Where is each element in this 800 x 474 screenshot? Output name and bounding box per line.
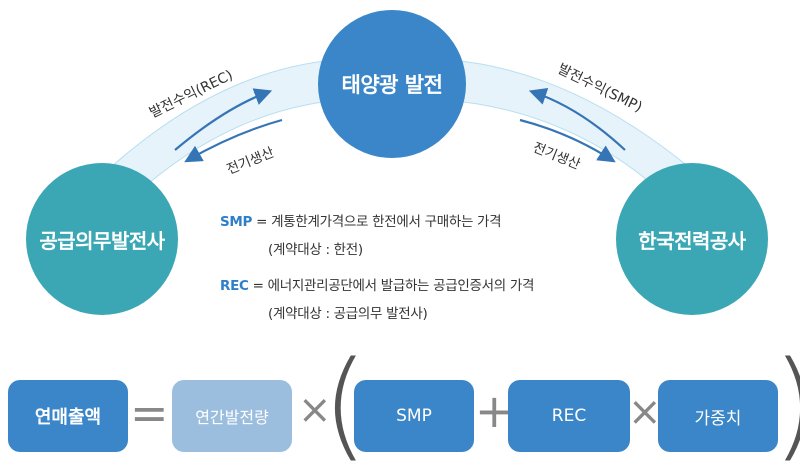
multiply-sign-1: ×: [298, 387, 332, 433]
annual-generation-box: 연간발전량: [172, 380, 292, 452]
equals-sign: =: [130, 386, 169, 440]
rec-box: REC: [508, 380, 630, 452]
left-arrow-rec: [174, 88, 273, 151]
weight-box: 가중치: [658, 380, 778, 452]
rec-label: REC: [551, 406, 587, 426]
annual-generation-label: 연간발전량: [195, 408, 269, 427]
weight-label: 가중치: [694, 408, 742, 429]
legend-smp-note: (계약대상 : 한전): [268, 242, 363, 258]
plus-sign: +: [475, 384, 514, 438]
legend-rec-key: REC: [220, 278, 249, 294]
kepco-node: 한국전력공사: [616, 163, 768, 315]
label-left-bottom: 전기생산: [224, 145, 276, 178]
legend-rec-note: (계약대상 : 공급의무 발전사): [268, 306, 428, 322]
legend-rec-desc: = 에너지관리공단에서 발급하는 공급인증서의 가격: [252, 278, 535, 294]
supplier-label: 공급의무발전사: [39, 228, 165, 253]
kepco-label: 한국전력공사: [638, 228, 746, 253]
solar-generation-node: 태양광 발전: [318, 10, 466, 158]
annual-revenue-box: 연매출액: [8, 380, 128, 452]
label-right-bottom: 전기생산: [530, 140, 582, 173]
legend-smp-key: SMP: [220, 214, 253, 230]
solar-generation-label: 태양광 발전: [341, 73, 443, 97]
left-arrow-electricity: [184, 118, 283, 163]
supplier-node: 공급의무발전사: [26, 163, 178, 315]
annual-revenue-label: 연매출액: [34, 407, 102, 428]
legend-rec: REC = 에너지관리공단에서 발급하는 공급인증서의 가격: [220, 274, 534, 294]
smp-label: SMP: [396, 406, 432, 426]
legend-smp-desc: = 계통한계가격으로 한전에서 구매하는 가격: [256, 214, 502, 230]
right-arrow-electricity: [519, 118, 616, 163]
right-arrow-smp: [528, 87, 626, 151]
smp-box: SMP: [354, 380, 474, 452]
multiply-sign-2: ×: [628, 389, 662, 435]
close-paren: ): [772, 345, 800, 463]
legend-smp: SMP = 계통한계가격으로 한전에서 구매하는 가격: [220, 210, 502, 230]
